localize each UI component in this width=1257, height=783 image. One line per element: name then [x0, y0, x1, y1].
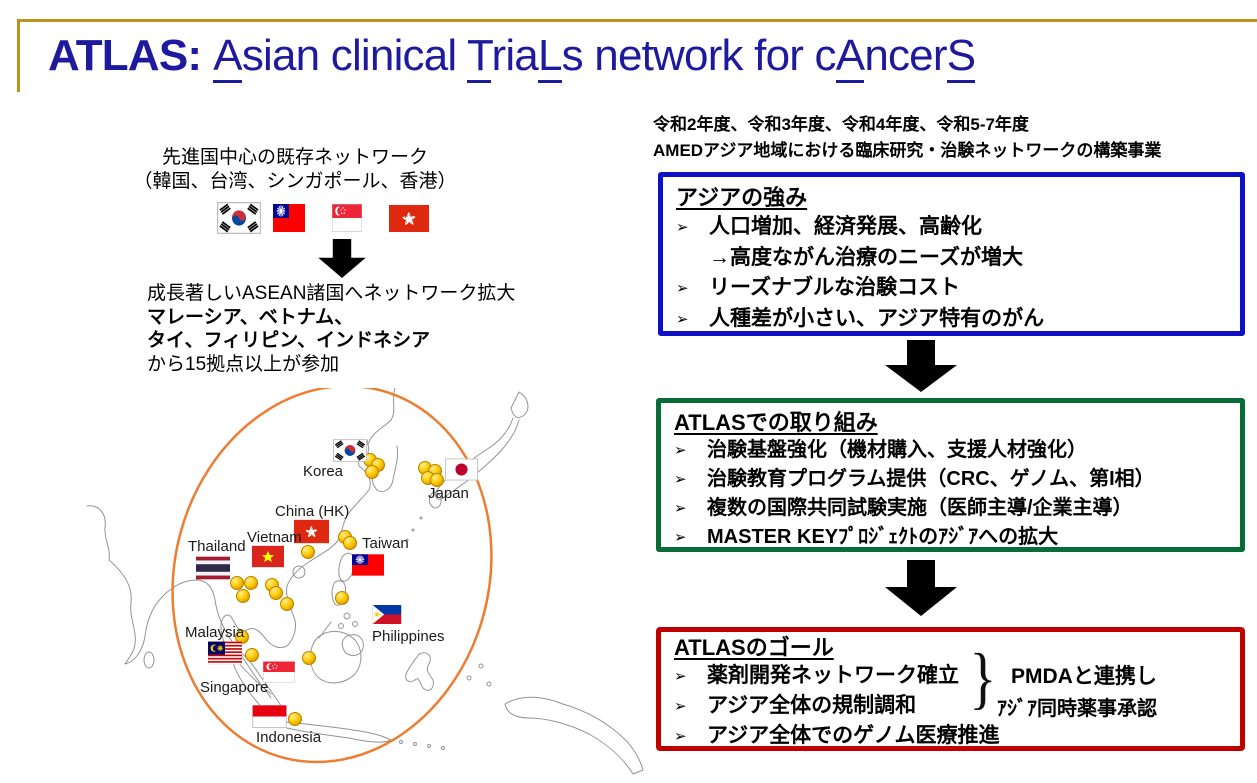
down-arrow-icon: [317, 239, 367, 278]
bullet-icon: ➢: [674, 442, 687, 459]
atlas-goals-box: ATLASのゴール ➢薬剤開発ネットワーク確立 ➢アジア全体の規制調和 ➢アジア…: [656, 627, 1245, 751]
existing-network-caption: 先進国中心の既存ネットワーク （韓国、台湾、シンガポール、香港）: [133, 147, 457, 192]
bullet-item: ➢アジア全体でのゲノム医療推進: [674, 721, 1230, 751]
south-korea-flag-icon: [217, 202, 261, 234]
bullet-item: ➢リーズナブルな治験コスト: [676, 273, 1230, 304]
map-vietnam-flag-icon: [252, 545, 284, 568]
bullet-item: ➢人口増加、経済発展、高齢化: [676, 212, 1230, 243]
map-malaysia-flag-icon: [208, 641, 242, 665]
bullet-item: ➢アジア全体の規制調和: [674, 691, 1230, 721]
map-label-malaysia: Malaysia: [185, 624, 245, 641]
down-arrow-icon: [883, 560, 959, 616]
singapore-flag-icon: [332, 204, 362, 232]
map-label-indonesia: Indonesia: [256, 729, 322, 746]
map-label-japan: Japan: [428, 485, 469, 502]
map-thailand-flag-icon: [196, 556, 230, 580]
network-ellipse: [171, 388, 493, 764]
bullet-icon: ➢: [674, 668, 687, 685]
goal-annotation-line2: ｱｼﾞｱ同時薬事承認: [997, 698, 1157, 720]
asean-expansion-caption: 成長著しいASEAN諸国へネットワーク拡大 マレーシア、ベトナム、 タイ、フィリ…: [147, 283, 516, 375]
bullet-item-continuation: →高度ながん治療のニーズが増大: [709, 246, 1023, 269]
bullet-item: ➢薬剤開発ネットワーク確立: [674, 661, 1230, 691]
down-arrow-icon: [883, 340, 959, 392]
map-taiwan-flag-icon: [352, 554, 384, 576]
site-dots: [230, 453, 444, 726]
bullet-item: ➢複数の国際共同試験実施（医師主導/企業主導）: [674, 494, 1230, 523]
bullet-icon: ➢: [674, 698, 687, 715]
bullet-item: ➢治験基盤強化（機材購入、支援人材強化）: [674, 436, 1230, 465]
box-title: ATLASのゴール: [674, 635, 834, 660]
goal-annotation-line1: PMDAと連携し: [1011, 665, 1157, 688]
taiwan-flag-icon: [273, 204, 305, 232]
bullet-icon: ➢: [674, 500, 687, 517]
map-indonesia-flag-icon: [252, 705, 287, 728]
map-philippines-flag-icon: [372, 605, 402, 624]
map-label-vietnam: Vietnam: [247, 529, 302, 546]
map-label-singapore: Singapore: [200, 679, 268, 696]
left-gold-rule: [17, 19, 20, 92]
map-label-philippines: Philippines: [372, 628, 445, 645]
bullet-icon: ➢: [674, 529, 687, 546]
map-label-taiwan: Taiwan: [362, 535, 409, 552]
bullet-icon: ➢: [674, 471, 687, 488]
hong-kong-flag-icon: [389, 205, 429, 232]
brace-icon: }: [969, 640, 997, 717]
top-gold-rule: [17, 19, 1257, 22]
asia-map: Korea Japan China (HK) Vietnam Taiwan Th…: [86, 388, 644, 775]
bullet-icon: ➢: [676, 219, 689, 236]
bullet-item: ➢MASTER KEYﾌﾟﾛｼﾞｪｸﾄのｱｼﾞｱへの拡大: [674, 523, 1230, 552]
atlas-initiatives-box: ATLASでの取り組み ➢治験基盤強化（機材購入、支援人材強化） ➢治験教育プロ…: [656, 398, 1245, 552]
bullet-icon: ➢: [676, 311, 689, 328]
page-title: ATLAS:Asian clinical TriaLs network for …: [48, 30, 976, 83]
title-acronym: ATLAS:: [48, 31, 202, 80]
bullet-item: ➢人種差が小さい、アジア特有のがん: [676, 304, 1230, 335]
map-label-china-hk: China (HK): [275, 503, 349, 520]
bullet-icon: ➢: [676, 280, 689, 297]
map-japan-flag-icon: [445, 458, 478, 481]
bullet-item: ➢治験教育プログラム提供（CRC、ゲノム、第I相）: [674, 465, 1230, 494]
box-title: アジアの強み: [676, 185, 808, 210]
map-label-thailand: Thailand: [188, 538, 246, 555]
map-label-korea: Korea: [303, 463, 344, 480]
map-south-korea-flag-icon: [333, 439, 367, 462]
bullet-icon: ➢: [674, 728, 687, 745]
asia-strengths-box: アジアの強み ➢人口増加、経済発展、高齢化 →高度ながん治療のニーズが増大 ➢リ…: [658, 172, 1245, 336]
box-title: ATLASでの取り組み: [674, 410, 878, 435]
program-note: 令和2年度、令和3年度、令和4年度、令和5-7年度 AMEDアジア地域における臨…: [653, 115, 1162, 160]
